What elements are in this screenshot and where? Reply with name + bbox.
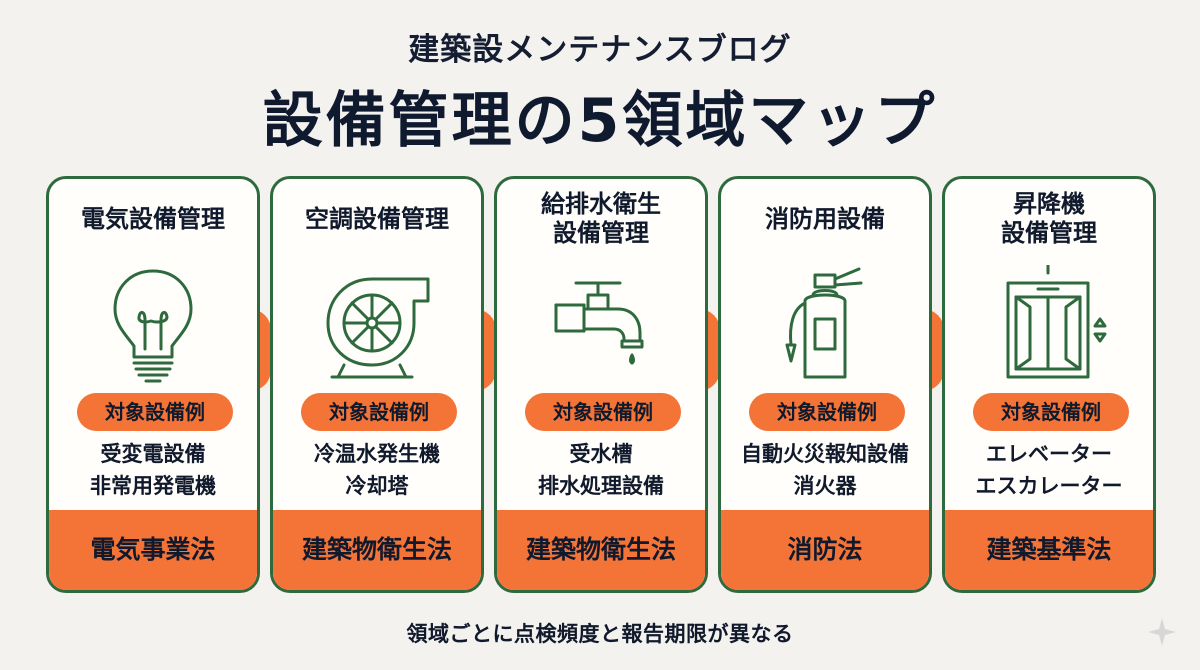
law-label: 建築物衛生法 xyxy=(497,510,705,590)
example-item: 消火器 xyxy=(793,474,857,498)
example-item: 受変電設備 xyxy=(100,442,206,466)
examples-label: 対象設備例 xyxy=(749,393,905,431)
page-title: 設備管理の5領域マップ xyxy=(262,86,938,156)
card-title: 昇降機 設備管理 xyxy=(953,190,1145,249)
card-title-line: 消防用設備 xyxy=(765,205,885,233)
card-title: 給排水衛生 設備管理 xyxy=(505,190,697,249)
fire-extinguisher-icon xyxy=(721,265,929,385)
examples-list: 自動火災報知設備 消火器 xyxy=(725,438,925,502)
card-title: 消防用設備 xyxy=(729,205,921,234)
card-title-line: 設備管理 xyxy=(553,219,649,248)
example-item: 冷温水発生機 xyxy=(314,442,440,466)
card-title: 電気設備管理 xyxy=(57,205,249,234)
examples-label: 対象設備例 xyxy=(77,393,233,431)
law-label: 電気事業法 xyxy=(49,510,257,590)
card-title-line: 昇降機 xyxy=(1013,190,1085,218)
footer-note: 領域ごとに点検頻度と報告期限が異なる xyxy=(406,622,794,646)
card-fire: 消防用設備 対象設備例 自動火災報知設備 消火器 消防法 xyxy=(718,176,932,593)
examples-label: 対象設備例 xyxy=(301,393,457,431)
examples-list: 受水槽 排水処理設備 xyxy=(501,438,701,502)
example-item: 排水処理設備 xyxy=(538,474,664,498)
card-title-line: 空調設備管理 xyxy=(305,205,449,233)
example-item: 受水槽 xyxy=(569,442,633,466)
card-title-line: 電気設備管理 xyxy=(81,205,225,233)
law-label: 建築物衛生法 xyxy=(273,510,481,590)
example-item: 自動火災報知設備 xyxy=(741,442,909,466)
example-item: 冷却塔 xyxy=(345,474,409,498)
examples-list: 受変電設備 非常用発電機 xyxy=(53,438,253,502)
blog-subtitle: 建築設メンテナンスブログ xyxy=(408,32,792,68)
examples-label: 対象設備例 xyxy=(525,393,681,431)
sparkle-icon xyxy=(1148,618,1176,646)
examples-label: 対象設備例 xyxy=(973,393,1129,431)
example-item: エスカレーター xyxy=(975,474,1123,498)
law-label: 建築基準法 xyxy=(945,510,1153,590)
blower-fan-icon xyxy=(273,265,481,385)
examples-list: エレベーター エスカレーター xyxy=(949,438,1149,502)
card-title-line: 給排水衛生 xyxy=(541,190,661,218)
law-label: 消防法 xyxy=(721,510,929,590)
card-title: 空調設備管理 xyxy=(281,205,473,234)
light-bulb-icon xyxy=(49,265,257,385)
card-hvac: 空調設備管理 対象設備例 冷温水発生機 冷却塔 建築物衛生法 xyxy=(270,176,484,593)
example-item: エレベーター xyxy=(986,442,1112,466)
examples-list: 冷温水発生機 冷却塔 xyxy=(277,438,477,502)
card-electrical: 電気設備管理 対象設備例 受変電設備 非常用発電機 電気事業法 xyxy=(46,176,260,593)
faucet-icon xyxy=(497,265,705,385)
card-plumbing: 給排水衛生 設備管理 対象設備例 受水槽 排水処理設備 建築物衛生法 xyxy=(494,176,708,593)
card-elevator: 昇降機 設備管理 対象設備例 エレベーター エスカレーター 建築基準法 xyxy=(942,176,1156,593)
card-title-line: 設備管理 xyxy=(1001,219,1097,248)
elevator-icon xyxy=(945,265,1153,385)
example-item: 非常用発電機 xyxy=(90,474,216,498)
